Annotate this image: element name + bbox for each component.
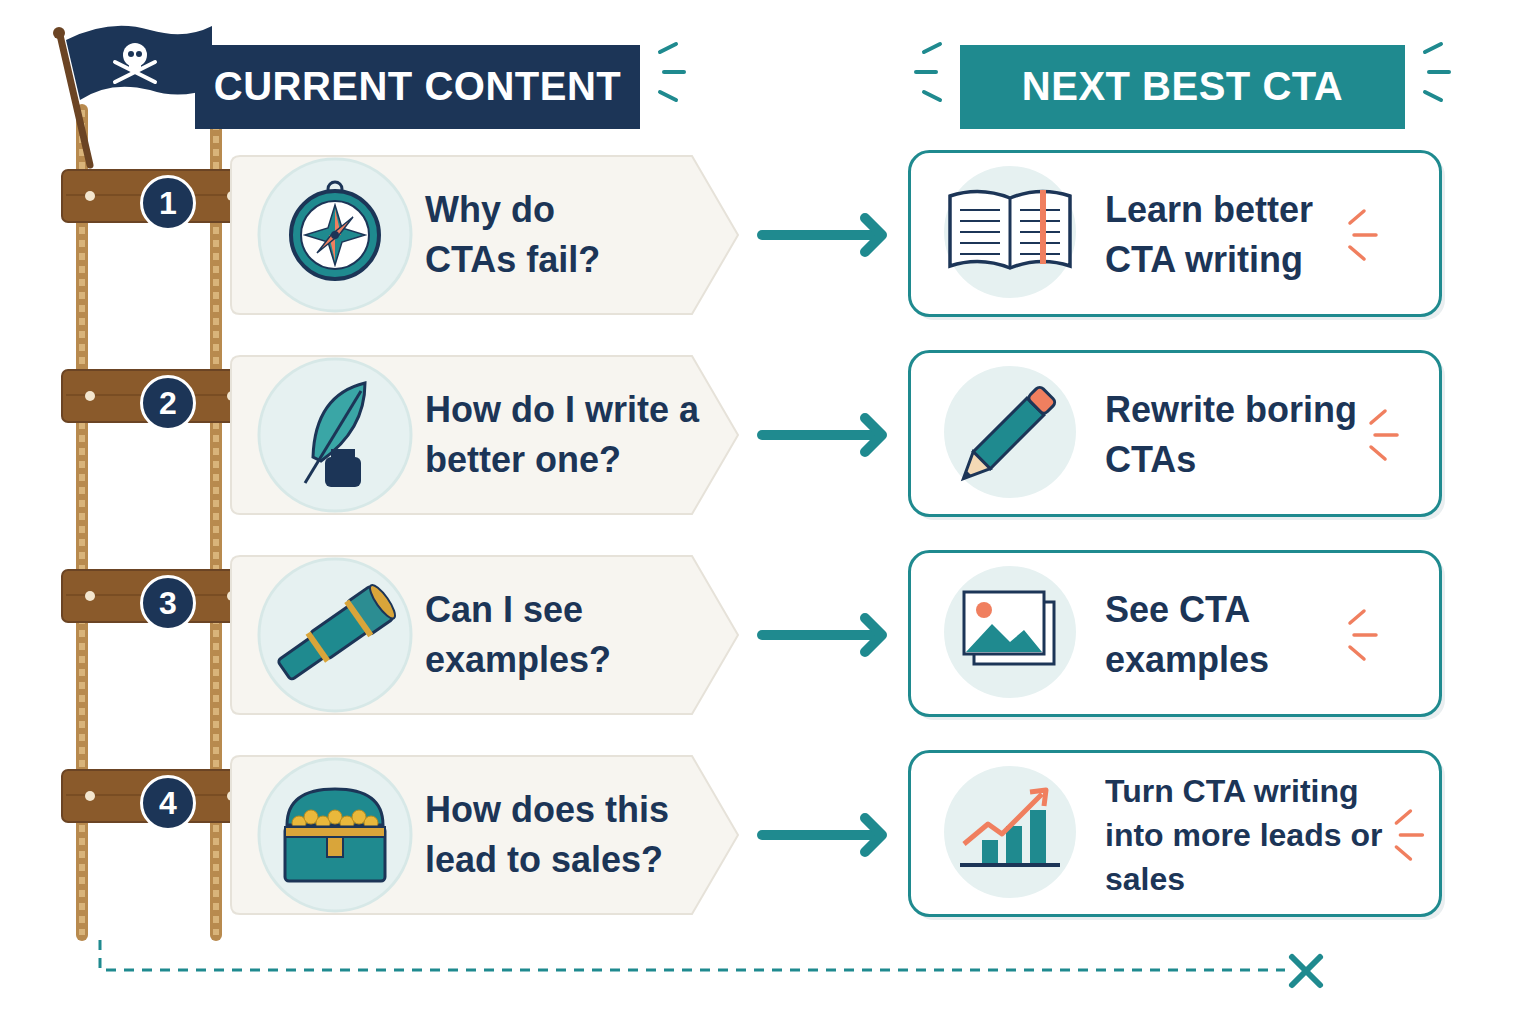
box-text: Rewrite boring CTAs bbox=[1105, 385, 1365, 484]
ladder-rungs bbox=[62, 170, 252, 822]
cta-box: Turn CTA writing into more leads or sale… bbox=[908, 750, 1445, 920]
picture-icon bbox=[964, 592, 1054, 664]
treasure-path bbox=[100, 940, 1320, 985]
pencil-icon bbox=[955, 385, 1057, 487]
box-text: Why do CTAs fail? bbox=[425, 185, 650, 284]
chest-icon bbox=[285, 789, 385, 881]
callout-number: 2 bbox=[140, 375, 196, 431]
box-text: See CTA examples bbox=[1105, 585, 1340, 684]
chart-icon bbox=[960, 790, 1060, 865]
arrow-box-shape bbox=[230, 355, 740, 515]
arrow-box-shape bbox=[230, 155, 740, 315]
arrow-connector bbox=[762, 418, 882, 452]
cta-box: See CTA examples bbox=[908, 550, 1445, 720]
callout-number: 1 bbox=[140, 175, 196, 231]
column-heading: CURRENT CONTENT bbox=[214, 59, 621, 114]
question-box: Why do CTAs fail? bbox=[230, 155, 740, 315]
quill-icon bbox=[305, 383, 365, 487]
box-text: How do I write a better one? bbox=[425, 385, 715, 484]
arrow-connector bbox=[762, 218, 882, 252]
pirate-flag bbox=[53, 26, 212, 165]
box-text: Turn CTA writing into more leads or sale… bbox=[1105, 769, 1420, 901]
question-box: How do I write a better one? bbox=[230, 355, 740, 515]
box-text: Can I see examples? bbox=[425, 585, 685, 684]
rounded-box-shape bbox=[908, 550, 1445, 720]
compass-icon bbox=[291, 182, 379, 279]
arrow-box-shape bbox=[230, 555, 740, 715]
column-heading: NEXT BEST CTA bbox=[1022, 59, 1343, 114]
arrow-box-shape bbox=[230, 755, 740, 915]
header-band: CURRENT CONTENT bbox=[195, 45, 640, 129]
box-text: Learn better CTA writing bbox=[1105, 185, 1385, 284]
header-band: NEXT BEST CTA bbox=[960, 45, 1405, 129]
cta-box: Rewrite boring CTAs bbox=[908, 350, 1445, 520]
rounded-box-shape bbox=[908, 350, 1445, 520]
question-box: Can I see examples? bbox=[230, 555, 740, 715]
callout-number: 4 bbox=[140, 775, 196, 831]
cta-box: Learn better CTA writing bbox=[908, 150, 1445, 320]
book-icon bbox=[950, 190, 1070, 268]
arrow-connector bbox=[762, 818, 882, 852]
callout-number: 3 bbox=[140, 575, 196, 631]
rounded-box-shape bbox=[908, 150, 1445, 320]
spyglass-icon bbox=[272, 581, 399, 688]
question-box: How does this lead to sales? bbox=[230, 755, 740, 915]
box-text: How does this lead to sales? bbox=[425, 785, 715, 884]
arrow-connector bbox=[762, 618, 882, 652]
